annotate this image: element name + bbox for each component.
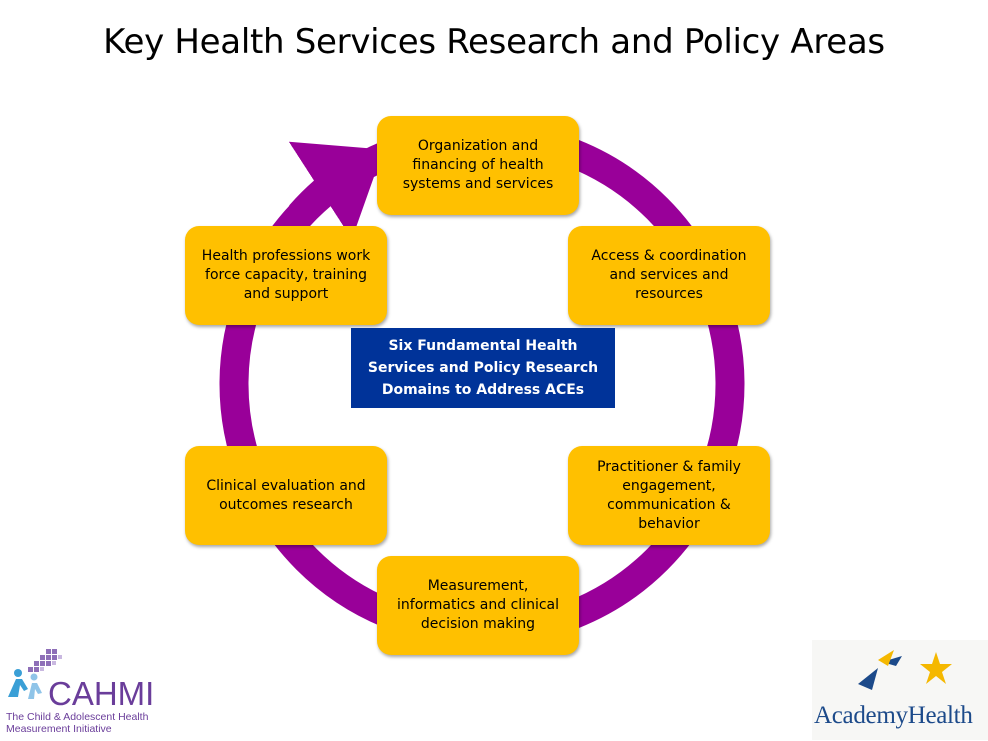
academyhealth-stars-icon: [858, 650, 952, 690]
domain-access-coordination: Access & coordination and services and r…: [568, 226, 770, 325]
cahmi-tagline: The Child & Adolescent Health Measuremen…: [6, 711, 149, 735]
domain-health-professions-workforce: Health professions work force capacity, …: [185, 226, 387, 325]
domain-measurement-informatics: Measurement, informatics and clinical de…: [377, 556, 579, 655]
academyhealth-wordmark: AcademyHealth: [814, 702, 973, 729]
cycle-arrow: [288, 141, 384, 240]
domain-organization-financing: Organization and financing of health sys…: [377, 116, 579, 215]
domain-practitioner-family-engagement: Practitioner & family engagement, commun…: [568, 446, 770, 545]
domain-clinical-evaluation: Clinical evaluation and outcomes researc…: [185, 446, 387, 545]
slide-title: Key Health Services Research and Policy …: [103, 22, 885, 62]
academyhealth-logo: AcademyHealth: [812, 640, 988, 740]
cahmi-figures-icon: [8, 649, 62, 699]
cahmi-wordmark: CAHMI: [48, 675, 155, 712]
center-label: Six Fundamental Health Services and Poli…: [351, 328, 615, 408]
cahmi-logo: CAHMI The Child & Adolescent Health Meas…: [4, 645, 184, 735]
